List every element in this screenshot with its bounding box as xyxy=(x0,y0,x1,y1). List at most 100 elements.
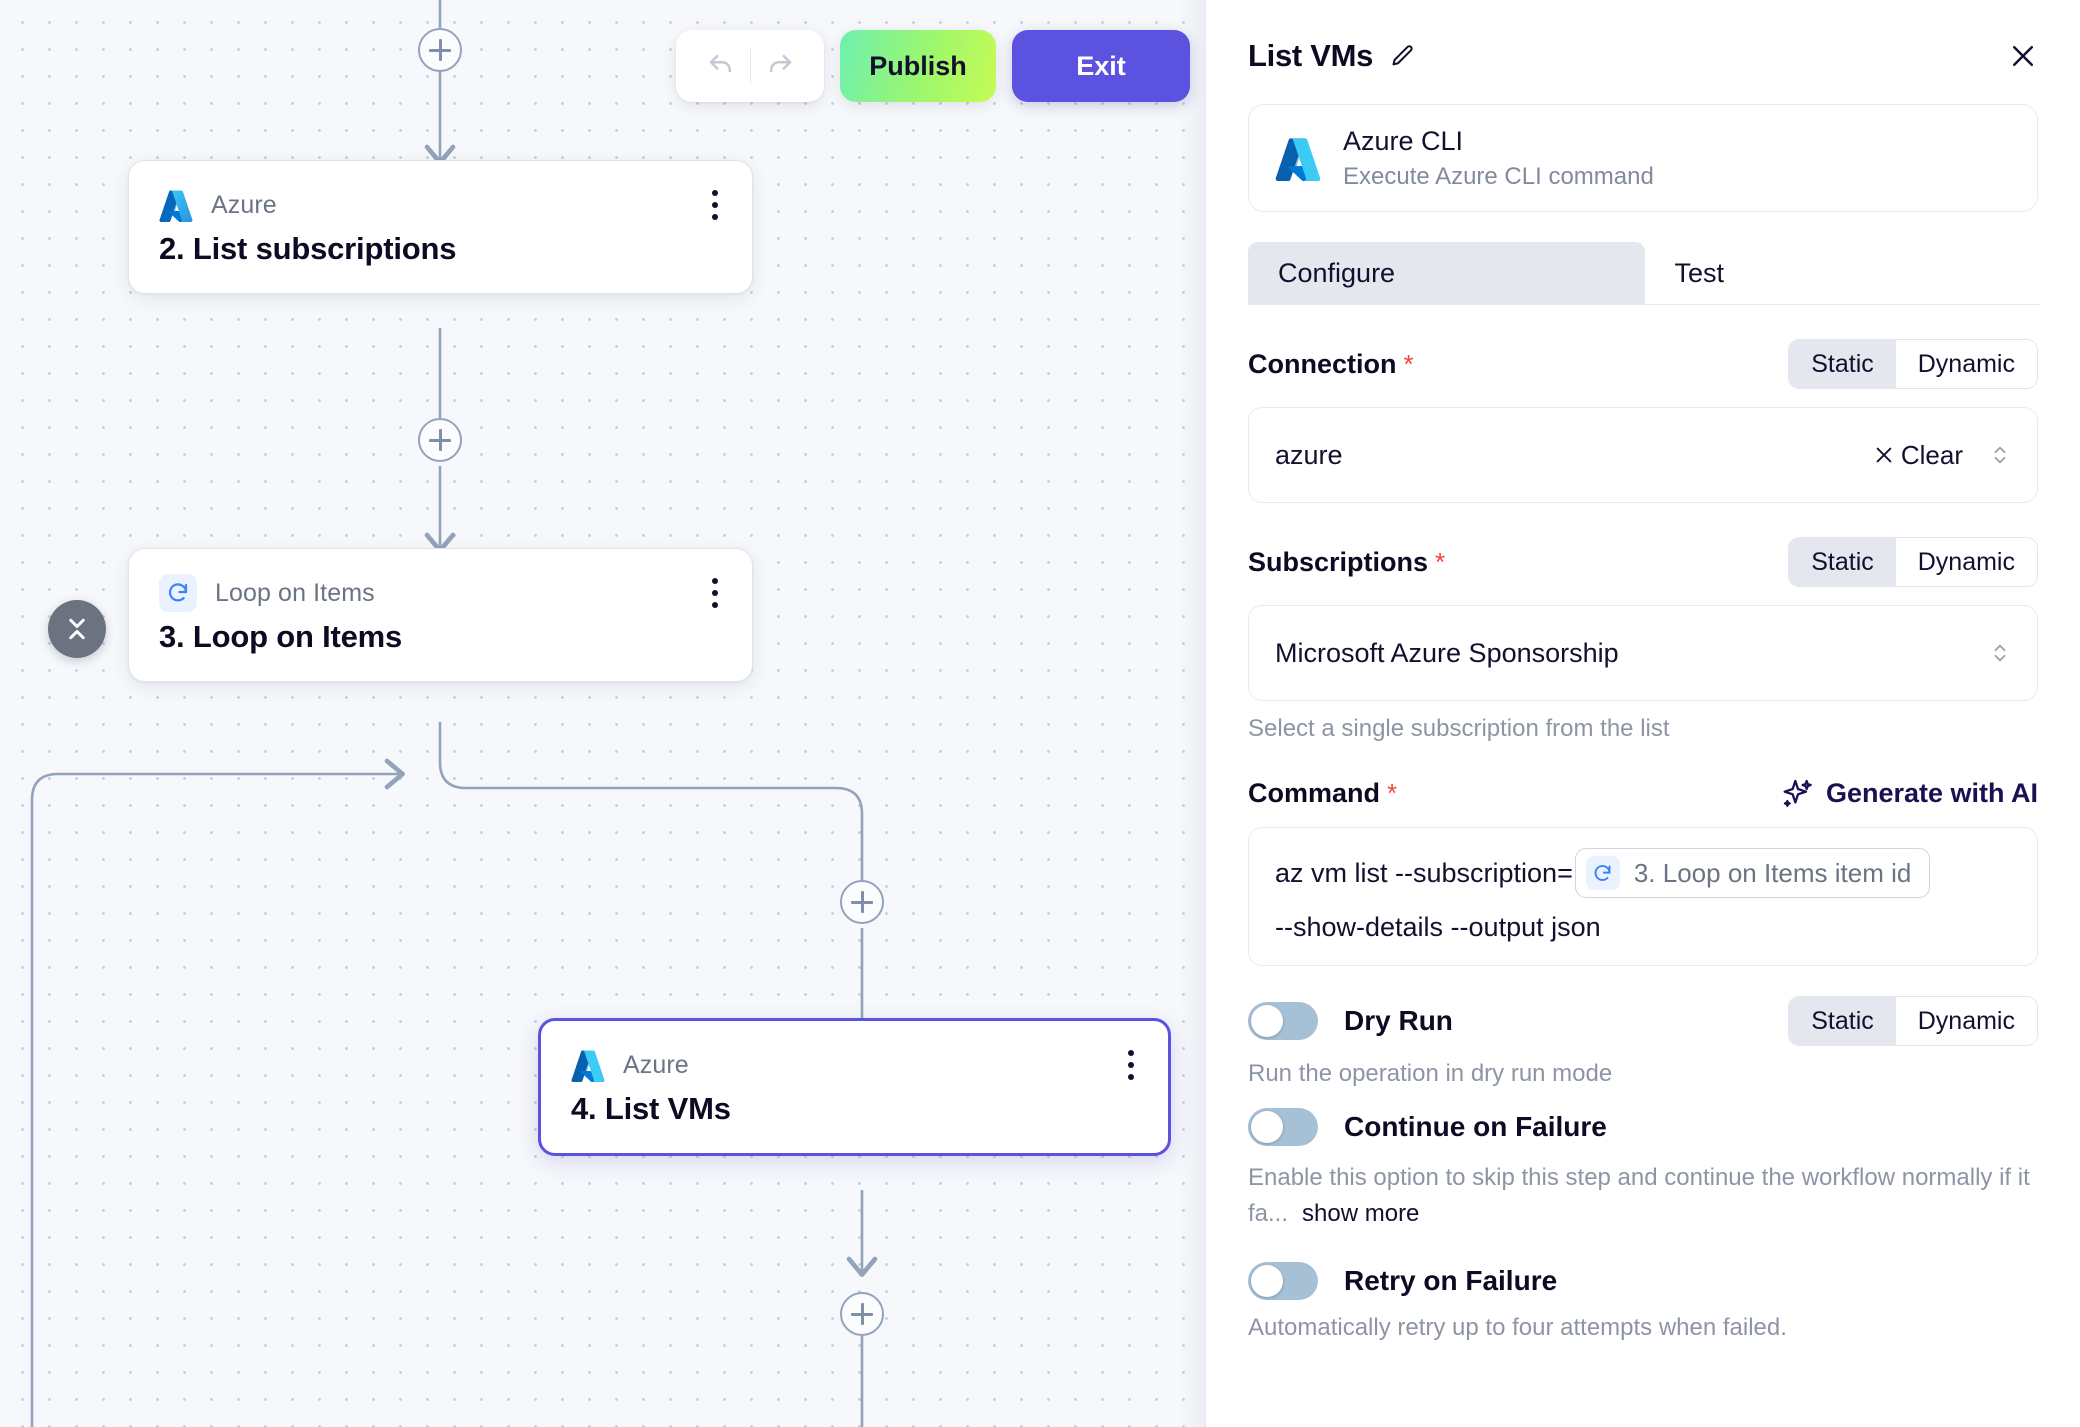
connection-stepper-icon[interactable] xyxy=(1989,442,2011,468)
node-loop-on-items[interactable]: Loop on Items 3. Loop on Items xyxy=(128,548,753,682)
dry-run-mode-dynamic[interactable]: Dynamic xyxy=(1917,1006,2015,1035)
required-marker: * xyxy=(1387,777,1398,808)
required-marker: * xyxy=(1403,348,1414,379)
continue-on-failure-helper-text: Enable this option to skip this step and… xyxy=(1248,1164,2030,1227)
retry-on-failure-row: Retry on Failure xyxy=(1248,1262,2038,1300)
connection-select[interactable]: azure Clear xyxy=(1248,407,2038,503)
panel-title: List VMs xyxy=(1248,38,1374,73)
connection-field: Connection * Static Dynamic azure Clear xyxy=(1248,339,2038,503)
node-header: Azure xyxy=(129,161,752,223)
connection-mode-static[interactable]: Static xyxy=(1789,340,1896,388)
app-name: Azure CLI xyxy=(1343,126,1464,157)
required-marker: * xyxy=(1435,546,1446,577)
redo-button[interactable] xyxy=(751,44,809,88)
x-icon xyxy=(1876,447,1892,463)
node-list-subscriptions[interactable]: Azure 2. List subscriptions xyxy=(128,160,753,294)
subscriptions-field: Subscriptions * Static Dynamic Microsoft… xyxy=(1248,537,2038,743)
app-description: Execute Azure CLI command xyxy=(1343,162,1654,190)
chevron-updown-icon xyxy=(1994,446,2006,464)
tab-test[interactable]: Test xyxy=(1674,257,1725,288)
dry-run-toggle[interactable] xyxy=(1248,1002,1318,1040)
azure-icon xyxy=(1275,138,1321,181)
subscriptions-mode-dynamic[interactable]: Dynamic xyxy=(1917,547,2015,576)
show-more-link[interactable]: show more xyxy=(1302,1200,1420,1227)
panel-tabs: Configure Test xyxy=(1248,242,2041,305)
subscriptions-select[interactable]: Microsoft Azure Sponsorship xyxy=(1248,605,2038,701)
clear-label: Clear xyxy=(1900,439,1963,470)
tab-configure[interactable]: Configure xyxy=(1248,242,1645,304)
continue-on-failure-field: Continue on Failure Enable this option t… xyxy=(1248,1108,2038,1232)
continue-on-failure-toggle[interactable] xyxy=(1248,1108,1318,1146)
undo-button[interactable] xyxy=(692,44,750,88)
node-menu-button[interactable] xyxy=(708,184,722,226)
add-step-button-after-3[interactable] xyxy=(840,1292,884,1336)
add-step-button-top[interactable] xyxy=(418,28,462,72)
command-input[interactable]: az vm list --subscription= 3. Loop on It… xyxy=(1248,827,2038,966)
connection-mode-toggle: Static Dynamic xyxy=(1788,339,2038,389)
command-variable-label: 3. Loop on Items item id xyxy=(1633,857,1912,888)
redo-icon xyxy=(769,54,791,73)
generate-with-ai-button[interactable]: Generate with AI xyxy=(1782,777,2038,809)
subscriptions-helper: Select a single subscription from the li… xyxy=(1248,715,1670,742)
node-app-name: Azure xyxy=(623,1050,689,1079)
node-title: 4. List VMs xyxy=(571,1091,731,1126)
publish-button[interactable]: Publish xyxy=(840,30,996,102)
panel-header: List VMs xyxy=(1206,0,2080,74)
workflow-canvas[interactable]: Publish Exit xyxy=(0,0,1205,1427)
chevron-updown-icon xyxy=(1994,644,2006,662)
node-header: Loop on Items xyxy=(129,549,752,614)
node-app-name: Loop on Items xyxy=(215,578,375,607)
command-text-after: --show-details --output json xyxy=(1275,912,1601,942)
continue-on-failure-row: Continue on Failure xyxy=(1248,1108,2038,1146)
exit-button[interactable]: Exit xyxy=(1012,30,1190,102)
generate-with-ai-label: Generate with AI xyxy=(1825,777,2038,808)
dry-run-row: Dry Run Static Dynamic xyxy=(1248,996,2038,1046)
command-field: Command * Generate with AI az vm list --… xyxy=(1248,777,2038,966)
add-step-button-after-1[interactable] xyxy=(418,418,462,462)
collapse-loop-button[interactable] xyxy=(48,600,106,658)
loop-icon xyxy=(159,574,197,612)
subscriptions-mode-static[interactable]: Static xyxy=(1789,538,1896,586)
node-menu-button[interactable] xyxy=(1124,1044,1138,1086)
close-panel-button[interactable] xyxy=(2008,41,2038,71)
add-step-button-in-loop[interactable] xyxy=(840,880,884,924)
app-summary-card: Azure CLI Execute Azure CLI command xyxy=(1248,104,2038,212)
connection-clear-button[interactable]: Clear xyxy=(1873,440,1963,471)
sparkles-icon xyxy=(1783,779,1812,807)
dry-run-mode-static[interactable]: Static xyxy=(1789,997,1896,1045)
subscriptions-stepper-icon[interactable] xyxy=(1989,640,2011,666)
node-title: 2. List subscriptions xyxy=(159,231,457,266)
command-label: Command xyxy=(1248,777,1381,808)
connection-label-row: Connection * Static Dynamic xyxy=(1248,339,2038,389)
canvas-toolbar: Publish Exit xyxy=(676,30,1190,102)
node-title: 3. Loop on Items xyxy=(159,619,403,654)
undo-redo-group xyxy=(676,30,824,102)
node-list-vms[interactable]: Azure 4. List VMs xyxy=(538,1018,1171,1156)
app-summary-text: Azure CLI Execute Azure CLI command xyxy=(1343,124,1654,192)
azure-icon xyxy=(571,1050,605,1082)
subscriptions-label: Subscriptions xyxy=(1248,546,1429,577)
dry-run-label: Dry Run xyxy=(1344,1005,1453,1036)
retry-on-failure-toggle[interactable] xyxy=(1248,1262,1318,1300)
connection-label: Connection xyxy=(1248,348,1397,379)
dry-run-helper: Run the operation in dry run mode xyxy=(1248,1060,1613,1087)
loop-icon xyxy=(1585,856,1620,890)
node-app-name: Azure xyxy=(211,190,277,219)
pencil-icon xyxy=(1392,44,1413,65)
close-icon xyxy=(2013,46,2033,66)
dry-run-field: Dry Run Static Dynamic Run the operation… xyxy=(1248,996,2038,1088)
node-header: Azure xyxy=(541,1021,1168,1083)
continue-on-failure-label: Continue on Failure xyxy=(1344,1111,1607,1142)
retry-on-failure-label: Retry on Failure xyxy=(1344,1265,1558,1296)
command-text-before: az vm list --subscription= xyxy=(1275,857,1573,888)
node-menu-button[interactable] xyxy=(708,572,722,614)
dry-run-mode-toggle: Static Dynamic xyxy=(1788,996,2038,1046)
connection-value: azure xyxy=(1275,439,1343,470)
command-variable-chip[interactable]: 3. Loop on Items item id xyxy=(1574,848,1931,898)
collapse-chevrons-icon xyxy=(69,618,85,640)
rename-step-button[interactable] xyxy=(1389,43,1416,70)
retry-on-failure-helper: Automatically retry up to four attempts … xyxy=(1248,1314,1787,1341)
connection-mode-dynamic[interactable]: Dynamic xyxy=(1917,349,2015,378)
undo-icon xyxy=(709,54,731,73)
continue-on-failure-helper: Enable this option to skip this step and… xyxy=(1248,1160,2038,1232)
